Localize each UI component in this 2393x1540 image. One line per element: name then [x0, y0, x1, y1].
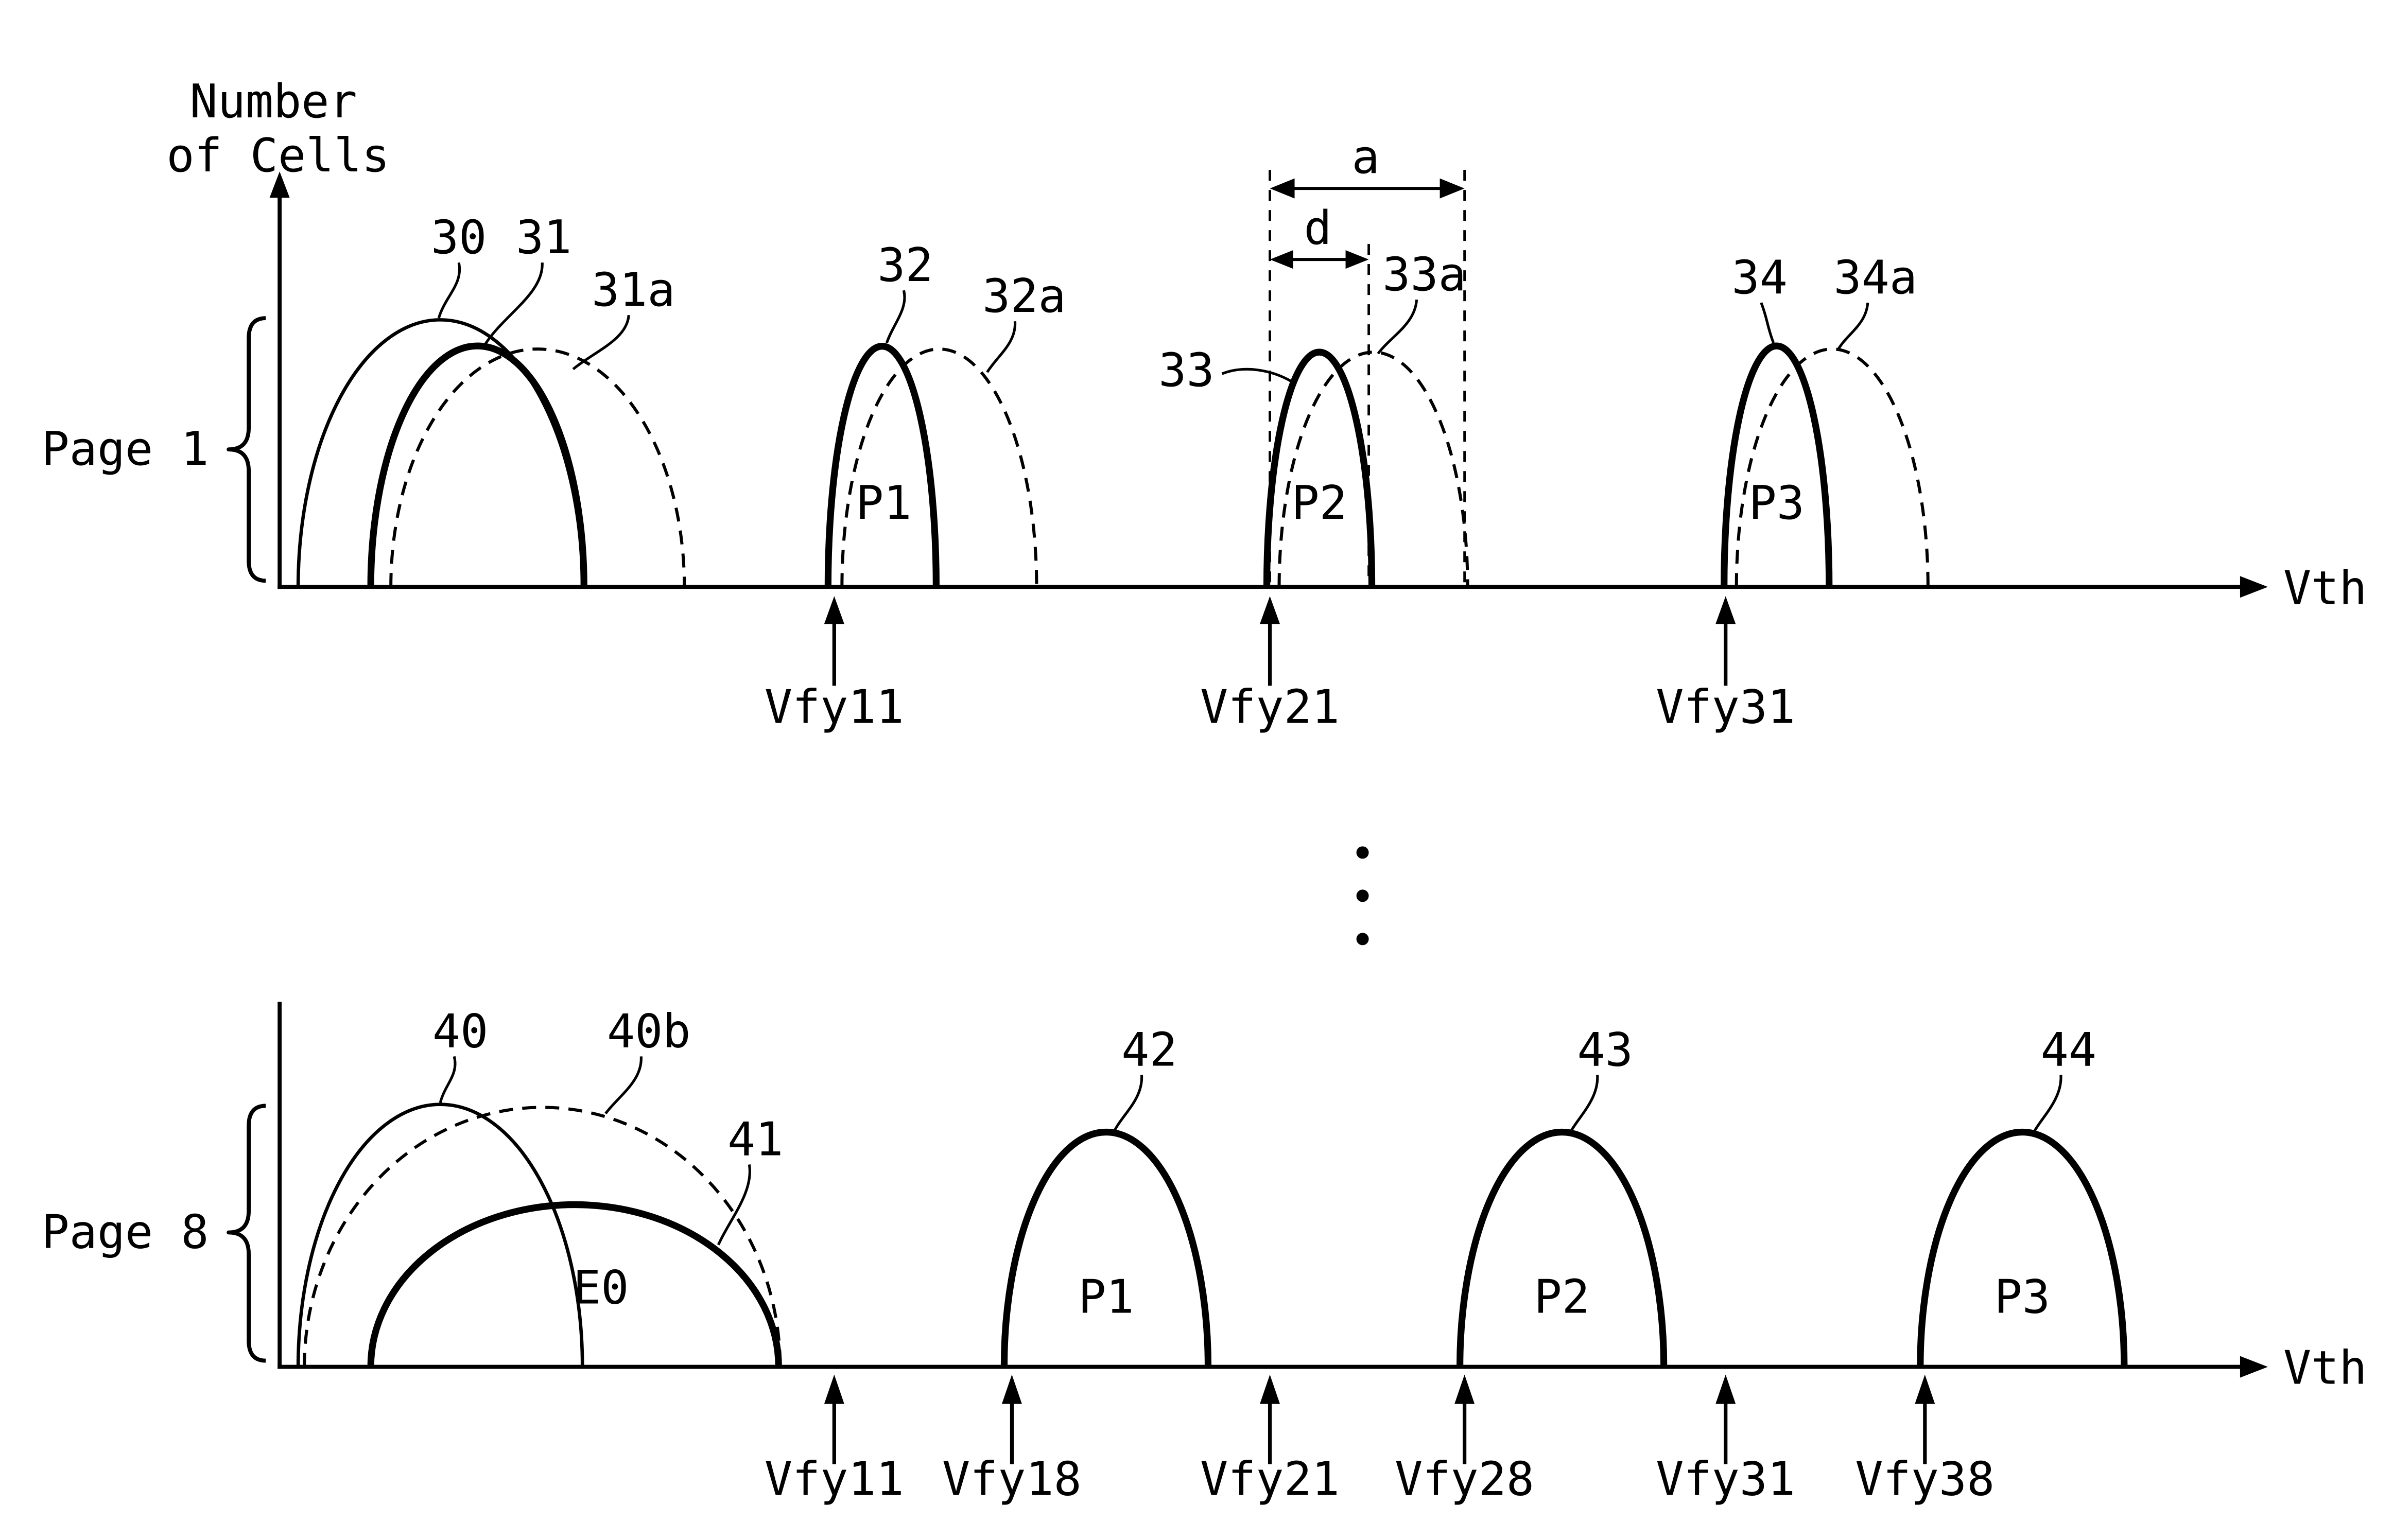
ellipsis-dot-3 [1356, 933, 1369, 946]
leader-32 [885, 290, 906, 343]
state-label-p3-bottom: P3 [1995, 1270, 2050, 1324]
leader-34a [1837, 302, 1869, 350]
curve-40 [296, 1102, 584, 1367]
ref-label-33: 33 [1158, 343, 1214, 397]
curve-32a [840, 347, 1038, 587]
leader-40 [439, 1056, 457, 1104]
state-label-p2-top: P2 [1291, 476, 1347, 530]
vertical-ellipsis [1356, 846, 1369, 946]
ref-label-44: 44 [2041, 1023, 2096, 1077]
curve-32 [824, 342, 940, 587]
dim-d-label: d [1304, 201, 1331, 255]
leader-33 [1221, 367, 1292, 383]
page1-brace [227, 316, 266, 583]
dim-a-label: a [1351, 130, 1379, 184]
leader-31a [572, 314, 630, 371]
page1-y-axis-arrowhead-icon [269, 171, 290, 198]
page8-chart: Vth Page 8 40 40b 41 42 43 44 E0 P1 P2 P… [41, 1002, 2367, 1507]
dim-a-arrowhead-right-icon [1440, 178, 1465, 199]
curve-34 [1721, 342, 1833, 587]
dim-d-arrowhead-left-icon [1270, 250, 1293, 269]
verify-label-vfy31-bottom: Vfy31 [1656, 1452, 1795, 1507]
ref-label-42: 42 [1121, 1023, 1177, 1077]
verify-arrowhead-vfy28-bottom-icon [1454, 1374, 1475, 1404]
ref-label-32a: 32a [982, 269, 1066, 323]
ref-label-30: 30 [431, 211, 487, 265]
ref-label-41: 41 [727, 1112, 783, 1166]
page8-brace [227, 1104, 266, 1363]
curve-33 [1263, 348, 1376, 587]
curve-44 [1917, 1128, 2128, 1367]
curve-42 [1000, 1128, 1212, 1367]
ellipsis-dot-2 [1356, 889, 1369, 902]
curve-31 [367, 342, 587, 587]
leader-32a [986, 321, 1016, 373]
dim-d-arrowhead-right-icon [1345, 250, 1369, 269]
leader-44 [2032, 1075, 2062, 1134]
ref-label-43: 43 [1577, 1023, 1633, 1077]
page1-label: Page 1 [41, 422, 209, 476]
verify-arrowhead-vfy31-bottom-icon [1715, 1374, 1736, 1404]
page8-x-axis-arrowhead-icon [2240, 1356, 2268, 1378]
leader-31 [484, 262, 544, 345]
verify-arrowhead-vfy21-top-icon [1260, 596, 1280, 624]
page1-x-axis-arrowhead-icon [2240, 576, 2268, 598]
state-label-e0-bottom: E0 [573, 1261, 629, 1315]
leader-30 [437, 262, 461, 319]
ref-label-31: 31 [516, 211, 571, 265]
state-label-p1-bottom: P1 [1078, 1270, 1134, 1324]
leader-41 [717, 1164, 751, 1246]
leader-33a [1377, 299, 1418, 355]
verify-label-vfy11-top: Vfy11 [765, 680, 904, 734]
curve-40b [303, 1106, 782, 1367]
curve-43 [1456, 1128, 1668, 1367]
verify-label-vfy28-bottom: Vfy28 [1395, 1452, 1534, 1507]
leader-43 [1568, 1075, 1599, 1134]
verify-arrowhead-vfy18-bottom-icon [1001, 1374, 1022, 1404]
page8-label: Page 8 [41, 1205, 209, 1259]
ref-label-34a: 34a [1834, 251, 1918, 305]
verify-arrowhead-vfy11-bottom-icon [824, 1374, 844, 1404]
ref-label-32: 32 [877, 238, 933, 292]
verify-arrowhead-vfy31-top-icon [1715, 596, 1736, 624]
ref-label-31a: 31a [592, 263, 675, 317]
leader-34 [1760, 302, 1775, 344]
verify-arrowhead-vfy21-bottom-icon [1260, 1374, 1280, 1404]
state-label-p1-top: P1 [856, 476, 911, 530]
page1-chart: Vth Number of Cells Page 1 30 31 31a 32 … [41, 75, 2367, 734]
curve-34a [1735, 347, 1930, 587]
verify-label-vfy21-bottom: Vfy21 [1200, 1452, 1340, 1507]
page8-x-axis-label: Vth [2283, 1341, 2367, 1395]
verify-arrowhead-vfy11-top-icon [824, 596, 844, 624]
verify-label-vfy18-bottom: Vfy18 [942, 1452, 1082, 1507]
ref-label-33a: 33a [1382, 248, 1466, 302]
verify-label-vfy21-top: Vfy21 [1200, 680, 1340, 734]
curve-41 [367, 1201, 782, 1367]
state-label-p2-bottom: P2 [1534, 1270, 1589, 1324]
ellipsis-dot-1 [1356, 846, 1369, 859]
verify-label-vfy11-bottom: Vfy11 [765, 1452, 904, 1507]
leader-40b [604, 1056, 643, 1114]
ref-label-40: 40 [432, 1004, 488, 1058]
dim-a-arrowhead-left-icon [1270, 178, 1295, 199]
ref-label-40b: 40b [607, 1004, 691, 1058]
verify-label-vfy31-top: Vfy31 [1656, 680, 1795, 734]
curve-33a [1277, 351, 1469, 587]
verify-label-vfy38-bottom: Vfy38 [1855, 1452, 1995, 1507]
curve-31a [389, 347, 686, 587]
leader-42 [1113, 1075, 1143, 1133]
page1-x-axis-label: Vth [2283, 561, 2367, 615]
y-axis-title-line2: of Cells [166, 129, 389, 183]
state-label-p3-top: P3 [1749, 476, 1805, 530]
y-axis-title-line1: Number [190, 75, 357, 129]
ref-label-34: 34 [1732, 251, 1788, 305]
verify-arrowhead-vfy38-bottom-icon [1915, 1374, 1935, 1404]
